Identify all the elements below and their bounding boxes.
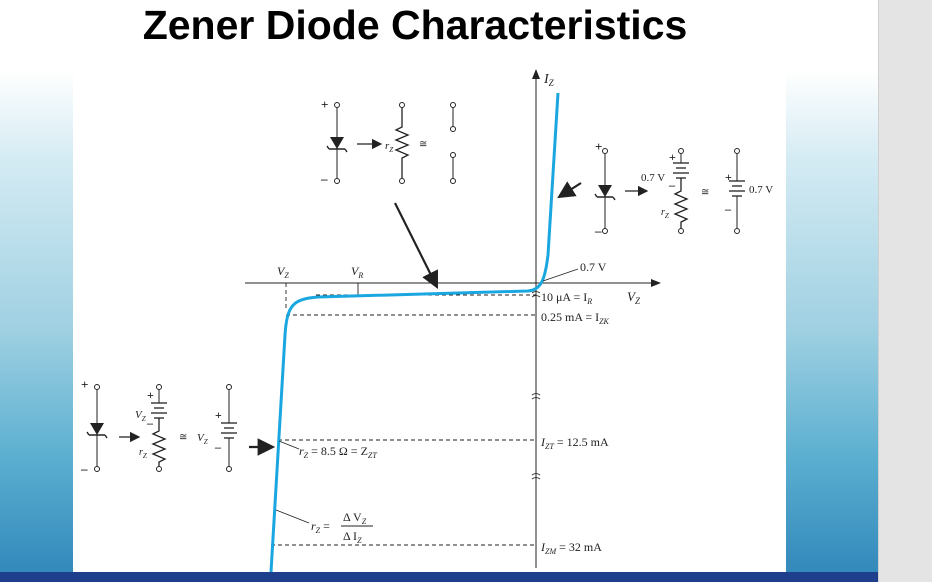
axis-break-3 xyxy=(531,473,541,480)
forward-drop-leader xyxy=(542,268,579,282)
right-inset-circuit: + – + 0.7 V – rZ ≅ + 0.7 V – xyxy=(594,139,773,238)
reverse-region-arrow xyxy=(394,202,438,289)
svg-text:rZ: rZ xyxy=(385,140,393,154)
svg-text:VZ: VZ xyxy=(135,409,146,423)
svg-text:+: + xyxy=(669,150,676,164)
top-inset-resistor xyxy=(394,108,410,178)
svg-text:–: – xyxy=(668,178,676,192)
svg-text:+: + xyxy=(725,170,732,184)
svg-text:rZ =: rZ = xyxy=(311,519,330,535)
svg-text:≅: ≅ xyxy=(701,187,709,198)
svg-text:≅: ≅ xyxy=(179,432,187,443)
axis-break-2 xyxy=(531,393,541,400)
side-panel xyxy=(878,0,932,582)
knee-current-label: 0.25 mA = IZK xyxy=(541,310,610,326)
rz-value-leader xyxy=(278,440,300,450)
svg-text:–: – xyxy=(146,416,154,430)
left-inset-circuit: + – + VZ – rZ ≅ VZ + – xyxy=(80,377,237,476)
svg-text:0.7 V: 0.7 V xyxy=(641,172,665,184)
top-inset-plus: + xyxy=(321,97,328,112)
y-axis-arrowhead xyxy=(532,69,540,79)
svg-text:+: + xyxy=(215,408,222,422)
test-current-label: IZT = 12.5 mA xyxy=(540,435,609,451)
rz-formula-leader xyxy=(275,509,310,524)
svg-text:Δ IZ: Δ IZ xyxy=(343,529,362,545)
axis-break-1 xyxy=(531,291,541,298)
rz-formula: rZ = Δ VZ Δ IZ xyxy=(311,510,373,545)
x-axis-arrowhead xyxy=(651,279,661,287)
slide-title: Zener Diode Characteristics xyxy=(142,2,688,48)
zener-figure: IZ VZ VZ VR 0.7 V 10 μA = IR 0.25 mA = I… xyxy=(73,65,786,572)
svg-text:–: – xyxy=(80,461,88,476)
zener-diode-symbol xyxy=(330,137,344,149)
x-axis-label: VZ xyxy=(627,289,641,306)
svg-text:≅: ≅ xyxy=(419,139,427,150)
axes xyxy=(245,69,661,568)
svg-text:–: – xyxy=(594,223,602,238)
vr-marker-label: VR xyxy=(351,264,363,280)
top-inset-circuit: + – rZ ≅ xyxy=(320,97,456,186)
y-axis-label: IZ xyxy=(543,72,555,88)
svg-text:0.7 V: 0.7 V xyxy=(749,184,773,196)
svg-text:rZ: rZ xyxy=(661,207,669,220)
top-inset-minus: – xyxy=(320,171,328,186)
rz-value-label: rZ = 8.5 Ω = ZZT xyxy=(299,444,377,460)
forward-drop-label: 0.7 V xyxy=(580,260,607,274)
max-current-label: IZM = 32 mA xyxy=(540,540,602,556)
svg-text:VZ: VZ xyxy=(197,432,208,446)
svg-text:+: + xyxy=(595,139,602,154)
svg-text:+: + xyxy=(81,377,88,392)
svg-text:+: + xyxy=(147,388,154,402)
svg-text:Δ VZ: Δ VZ xyxy=(343,510,367,526)
svg-text:–: – xyxy=(214,440,222,454)
vz-marker-label: VZ xyxy=(277,264,289,280)
svg-text:rZ: rZ xyxy=(139,447,147,460)
bottom-bar xyxy=(0,572,878,582)
zener-characteristic-diagram: IZ VZ VZ VR 0.7 V 10 μA = IR 0.25 mA = I… xyxy=(80,69,773,572)
reverse-current-label: 10 μA = IR xyxy=(541,290,592,306)
forward-region-arrow xyxy=(557,181,582,199)
svg-text:–: – xyxy=(724,202,732,216)
zener-iv-curve xyxy=(269,92,560,572)
